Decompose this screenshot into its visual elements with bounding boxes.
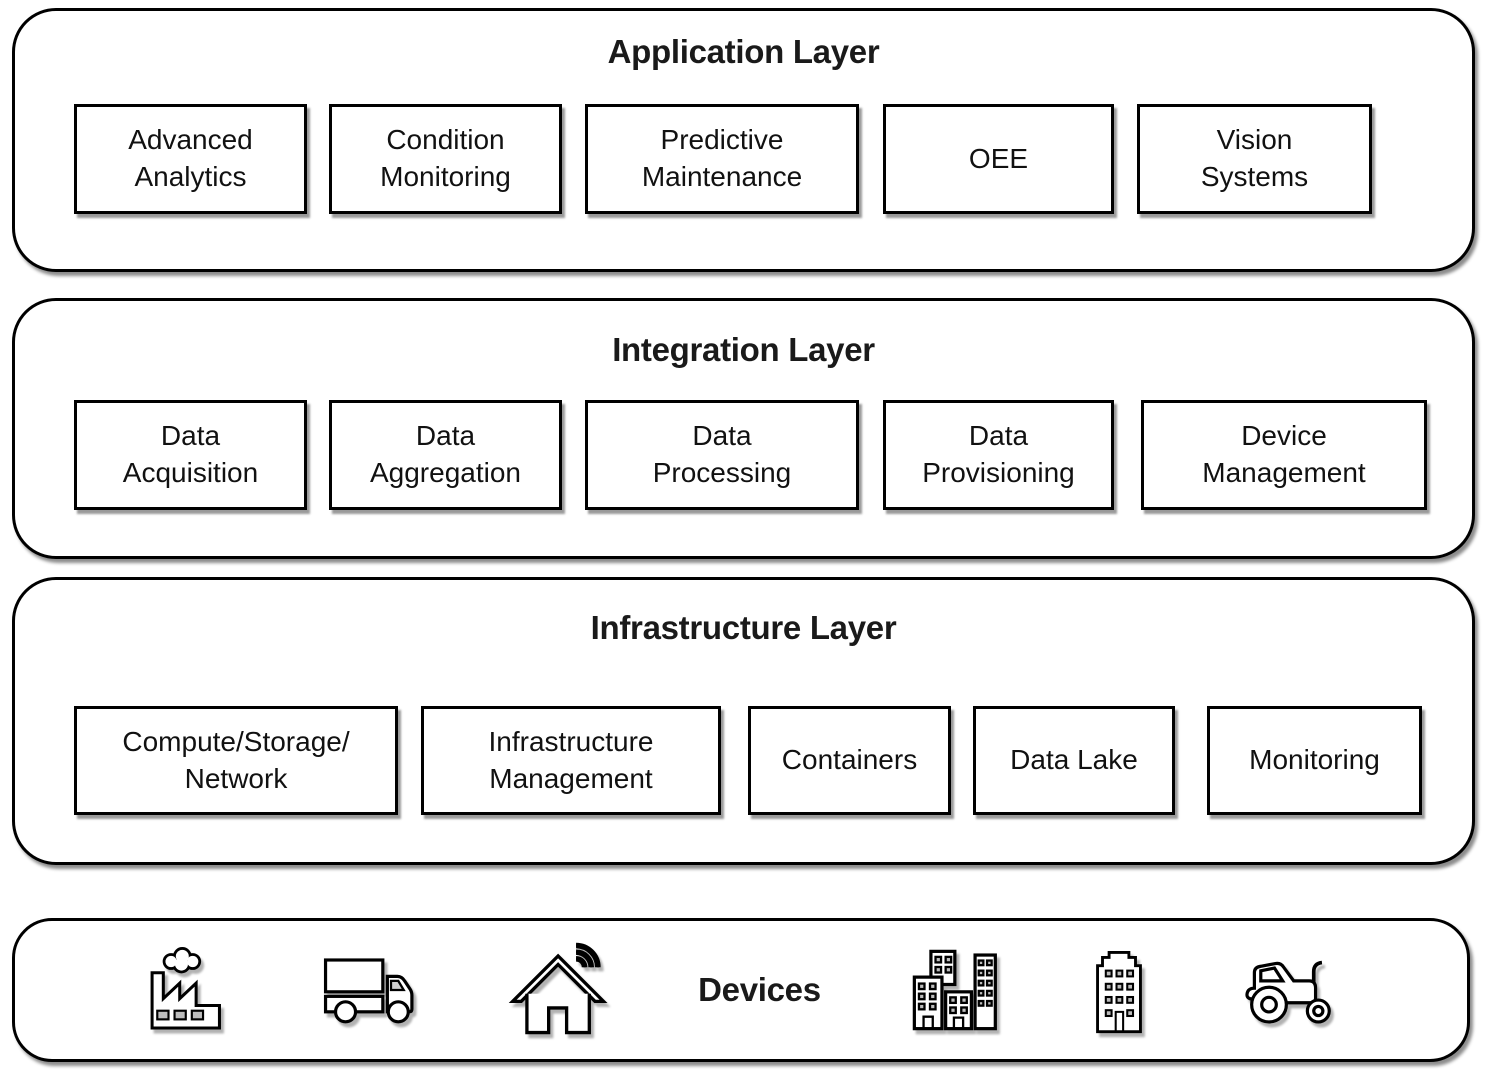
box-label: Infrastructure Management: [488, 725, 654, 794]
box-data-aggregation: Data Aggregation: [329, 400, 562, 510]
application-layer: Application Layer Advanced Analytics Con…: [12, 8, 1475, 272]
box-label: OEE: [968, 142, 1029, 174]
box-predictive-maintenance: Predictive Maintenance: [585, 104, 859, 214]
smart-home-icon: [508, 940, 612, 1040]
box-advanced-analytics: Advanced Analytics: [74, 104, 307, 214]
box-device-management: Device Management: [1141, 400, 1427, 510]
box-data-lake: Data Lake: [973, 706, 1175, 815]
box-data-processing: Data Processing: [585, 400, 859, 510]
truck-icon: [321, 949, 421, 1031]
box-label: Predictive Maintenance: [641, 124, 803, 192]
box-label: Vision Systems: [1200, 124, 1309, 192]
box-infrastructure-management: Infrastructure Management: [421, 706, 721, 815]
box-label: Data Aggregation: [369, 420, 521, 488]
box-label: Data Provisioning: [922, 420, 1075, 488]
box-data-acquisition: Data Acquisition: [74, 400, 307, 510]
box-label: Containers: [781, 744, 918, 776]
box-label: Device Management: [1202, 420, 1366, 488]
box-label: Data Acquisition: [122, 420, 259, 488]
city-buildings-icon: [907, 944, 999, 1036]
box-label: Compute/Storage/ Network: [122, 725, 350, 794]
box-label: Advanced Analytics: [128, 124, 253, 192]
box-label: Monitoring: [1249, 744, 1380, 776]
office-building-icon: [1086, 939, 1152, 1041]
infrastructure-layer-title: Infrastructure Layer: [590, 609, 897, 646]
box-data-provisioning: Data Provisioning: [883, 400, 1114, 510]
devices-label: Devices: [698, 971, 821, 1008]
tractor-icon: [1238, 948, 1342, 1032]
integration-layer-title: Integration Layer: [612, 331, 875, 368]
box-label: Condition Monitoring: [380, 124, 511, 192]
box-monitoring: Monitoring: [1207, 706, 1422, 815]
box-vision-systems: Vision Systems: [1137, 104, 1372, 214]
factory-icon: [140, 946, 235, 1034]
box-compute-storage-network: Compute/Storage/ Network: [74, 706, 398, 815]
box-condition-monitoring: Condition Monitoring: [329, 104, 562, 214]
box-label: Data Lake: [1010, 744, 1138, 776]
box-label: Data Processing: [652, 420, 792, 488]
application-layer-title: Application Layer: [607, 33, 880, 70]
integration-layer: Integration Layer Data Acquisition Data …: [12, 298, 1475, 559]
infrastructure-layer: Infrastructure Layer Compute/Storage/ Ne…: [12, 577, 1475, 865]
box-containers: Containers: [748, 706, 951, 815]
box-oee: OEE: [883, 104, 1114, 214]
devices-layer: Devices: [12, 918, 1470, 1062]
